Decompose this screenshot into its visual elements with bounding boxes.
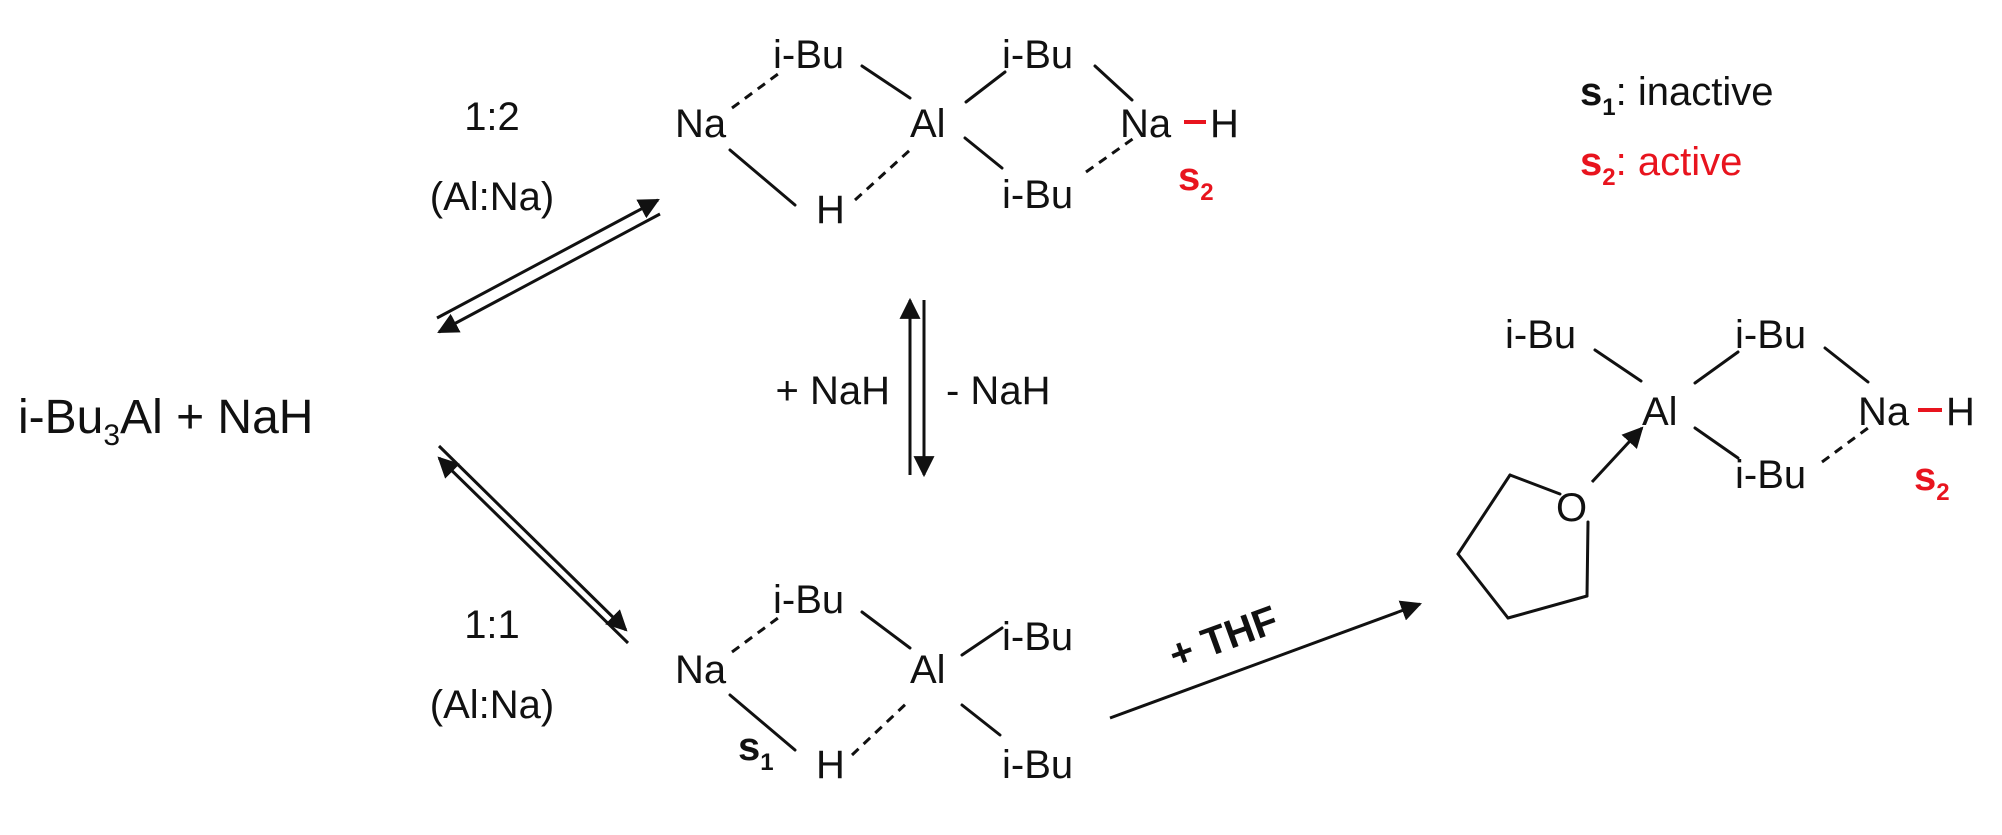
thf-adduct-site-s2: s2 — [1914, 455, 1950, 506]
complex-1-1-al: Al — [910, 648, 946, 692]
complex-1-2-al: Al — [910, 102, 946, 146]
complex-1-1-ibu-right-bottom: i-Bu — [1002, 743, 1073, 787]
thf-adduct-na: Na — [1858, 390, 1910, 434]
thf-adduct-ibu-top-right: i-Bu — [1735, 313, 1806, 357]
complex-1-2-bonds — [728, 64, 1206, 207]
ratio-bottom-basis: (Al:Na) — [430, 683, 554, 727]
reactants-label: i-Bu3Al + NaH — [18, 391, 313, 452]
complex-1-1-ibu-right-top: i-Bu — [1002, 615, 1073, 659]
lower-equilibrium-arrow — [437, 444, 630, 645]
complex-1-1-na: Na — [675, 648, 727, 692]
complex-1-2-na-left: Na — [675, 102, 727, 146]
ratio-top-basis: (Al:Na) — [430, 175, 554, 219]
ratio-bottom-value: 1:1 — [464, 603, 520, 647]
complex-1-1-site-s1: s1 — [738, 725, 774, 776]
ratio-top-value: 1:2 — [464, 95, 520, 139]
upper-equilibrium-arrow — [436, 198, 661, 334]
thf-oxygen: O — [1556, 486, 1587, 530]
thf-adduct-ibu-top-left: i-Bu — [1505, 313, 1576, 357]
complex-1-2-site-s2: s2 — [1178, 155, 1214, 206]
complex-1-1-h-bridging: H — [816, 743, 845, 787]
complex-1-2-ibu-bottom: i-Bu — [1002, 173, 1073, 217]
thf-adduct-complex: O i-Bu Al i-Bu i-Bu Na H s2 — [1456, 313, 1975, 620]
vertical-equilibrium-arrow — [899, 297, 935, 478]
thf-adduct-bonds — [1590, 346, 1942, 484]
complex-1-2-na-right: Na — [1120, 102, 1172, 146]
site-legend: s1: inactive s2: active — [1580, 70, 1773, 191]
complex-1-1: Na i-Bu Al i-Bu i-Bu H s1 — [675, 578, 1073, 787]
complex-1-2-h-terminal: H — [1210, 102, 1239, 146]
remove-nah-label: - NaH — [946, 369, 1050, 413]
thf-reaction-arrow — [1109, 600, 1422, 720]
thf-adduct-al: Al — [1642, 390, 1678, 434]
complex-1-1-ibu-top-left: i-Bu — [773, 578, 844, 622]
complex-1-1-bonds — [728, 610, 1004, 757]
complex-1-2-ibu-top-left: i-Bu — [773, 33, 844, 77]
legend-s2: s2: active — [1580, 140, 1742, 191]
thf-adduct-h-terminal: H — [1946, 390, 1975, 434]
complex-1-2-ibu-top-right: i-Bu — [1002, 33, 1073, 77]
thf-ring — [1456, 473, 1590, 620]
add-nah-label: + NaH — [776, 369, 891, 413]
thf-label: + THF — [1163, 598, 1284, 678]
legend-s1: s1: inactive — [1580, 70, 1773, 121]
complex-1-2: Na i-Bu Al i-Bu Na H H i-Bu s2 — [675, 33, 1239, 232]
thf-adduct-ibu-bottom: i-Bu — [1735, 453, 1806, 497]
complex-1-2-h-bridging: H — [816, 188, 845, 232]
